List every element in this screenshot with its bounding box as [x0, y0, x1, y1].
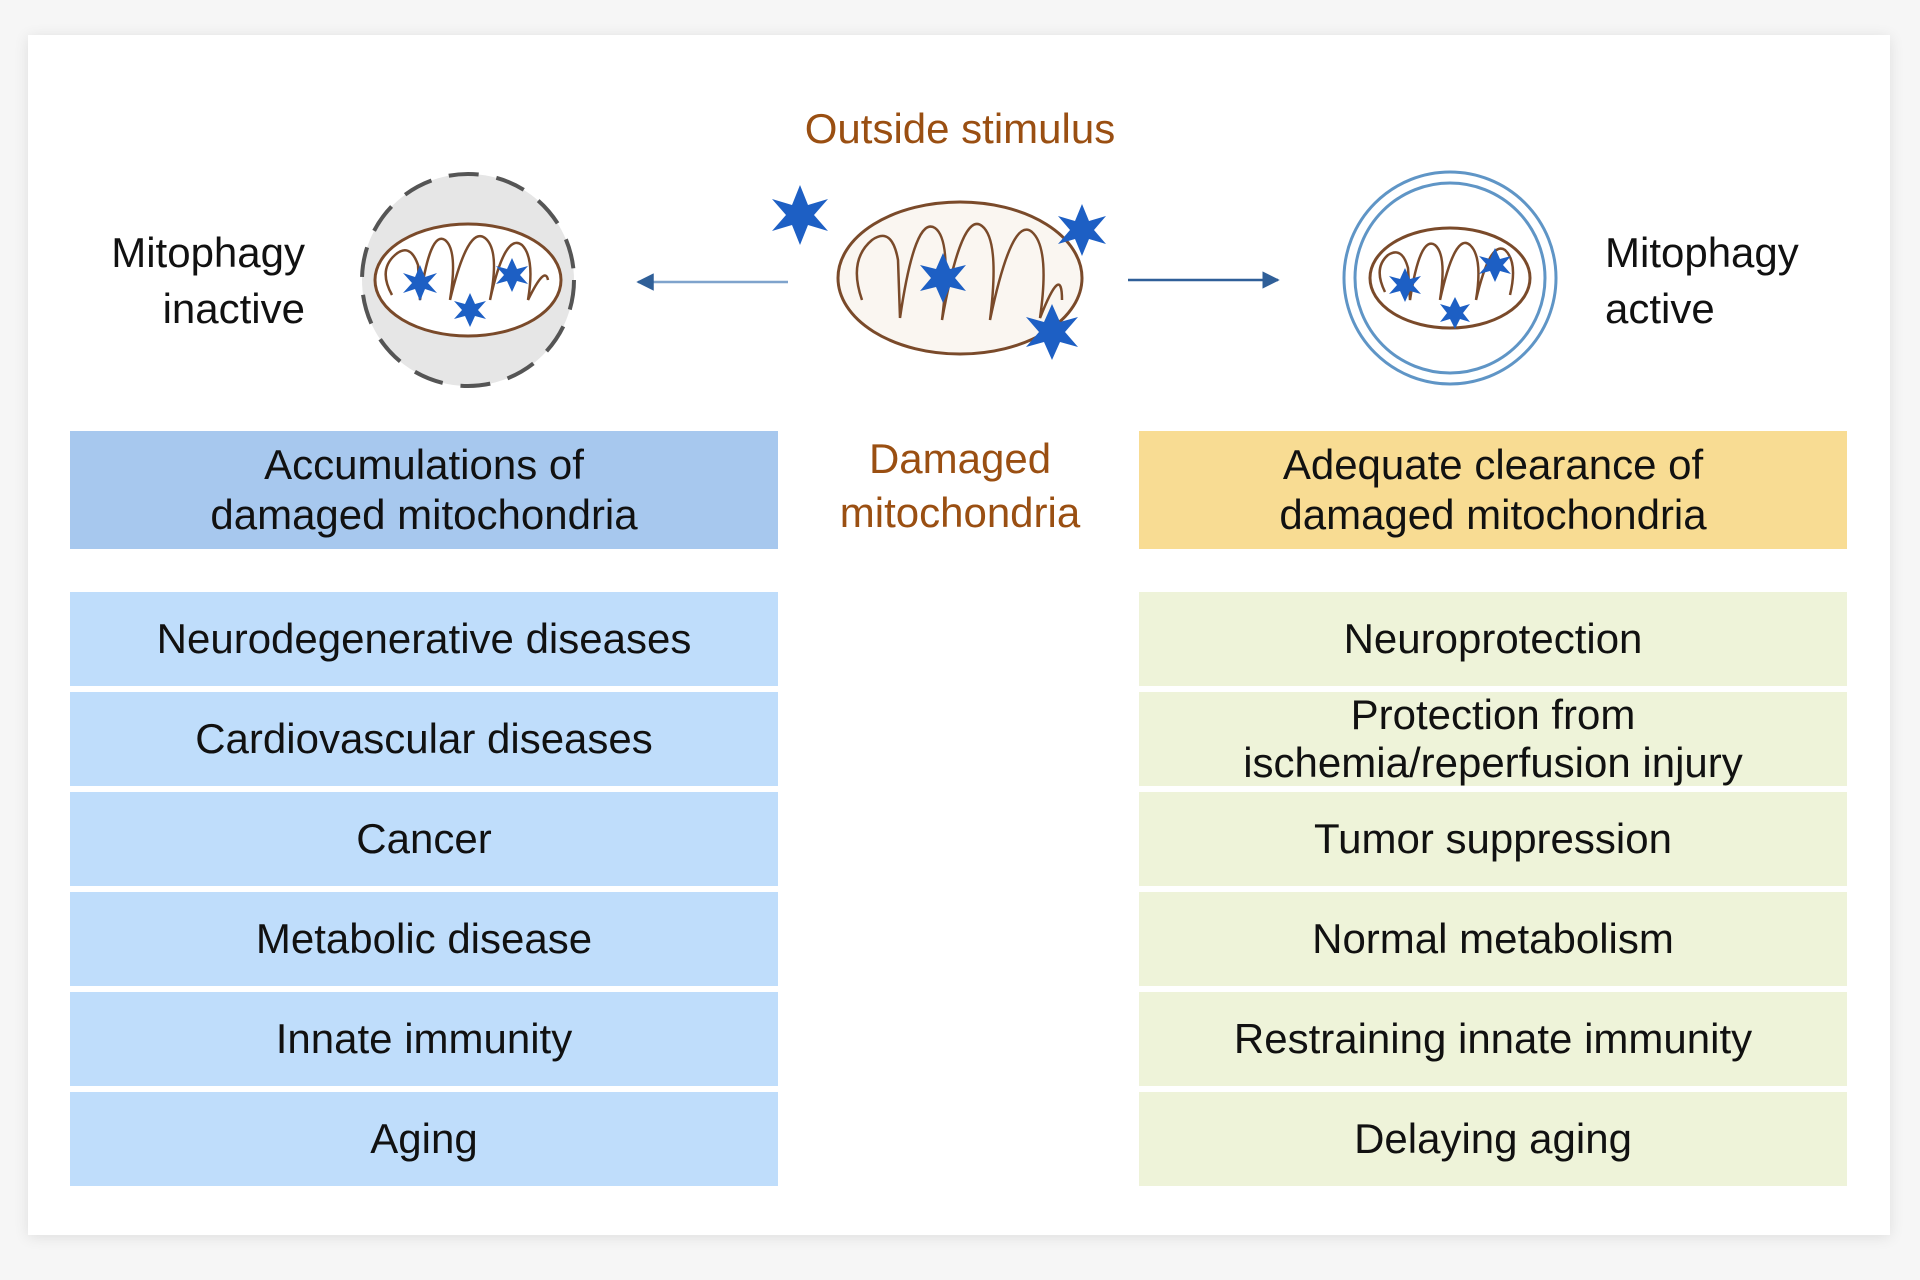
list-item: Protection from ischemia/reperfusion inj…: [1139, 691, 1847, 786]
damage-marker-icon: [1479, 248, 1511, 282]
consequences-active-list: Neuroprotection Protection from ischemia…: [1139, 592, 1847, 1192]
damaged-mitochondrion: [836, 200, 1084, 356]
mitophagy-inactive-label: Mitophagy inactive: [85, 225, 305, 337]
list-item: Delaying aging: [1139, 1092, 1847, 1186]
autophagosome-active: [1342, 170, 1558, 386]
list-item: Cancer: [70, 792, 778, 886]
damage-marker-icon: [403, 265, 437, 301]
header-accumulation-text: Accumulations of damaged mitochondria: [210, 441, 638, 538]
outside-stimulus-label: Outside stimulus: [804, 105, 1116, 152]
damage-marker-icon: [1440, 297, 1470, 329]
list-item: Restraining innate immunity: [1139, 992, 1847, 1086]
list-item: Neurodegenerative diseases: [70, 592, 778, 686]
list-item: Innate immunity: [70, 992, 778, 1086]
list-item: Tumor suppression: [1139, 792, 1847, 886]
damage-marker-icon: [772, 185, 828, 245]
list-item: Aging: [70, 1092, 778, 1186]
list-item: Cardiovascular diseases: [70, 692, 778, 786]
header-accumulation: Accumulations of damaged mitochondria: [70, 431, 778, 549]
damage-marker-icon: [1389, 268, 1421, 302]
mitophagy-active-label: Mitophagy active: [1605, 225, 1845, 337]
damage-marker-icon: [920, 253, 966, 303]
damage-marker-icon: [496, 258, 528, 292]
damaged-mitochondria-text: Damaged mitochondria: [839, 435, 1081, 536]
mitophagy-active-text: Mitophagy active: [1605, 229, 1799, 332]
mitophagy-inactive-text: Mitophagy inactive: [111, 229, 305, 332]
autophagosome-inactive: [360, 172, 576, 388]
header-clearance: Adequate clearance of damaged mitochondr…: [1139, 431, 1847, 549]
list-item: Metabolic disease: [70, 892, 778, 986]
damage-marker-icon: [454, 293, 486, 327]
header-clearance-text: Adequate clearance of damaged mitochondr…: [1279, 441, 1707, 538]
consequences-inactive-list: Neurodegenerative diseases Cardiovascula…: [70, 592, 778, 1192]
damage-marker-icon: [1058, 204, 1106, 256]
list-item: Normal metabolism: [1139, 892, 1847, 986]
damaged-mitochondria-label: Damaged mitochondria: [780, 432, 1140, 540]
list-item: Neuroprotection: [1139, 592, 1847, 686]
damage-marker-icon: [1026, 304, 1078, 360]
